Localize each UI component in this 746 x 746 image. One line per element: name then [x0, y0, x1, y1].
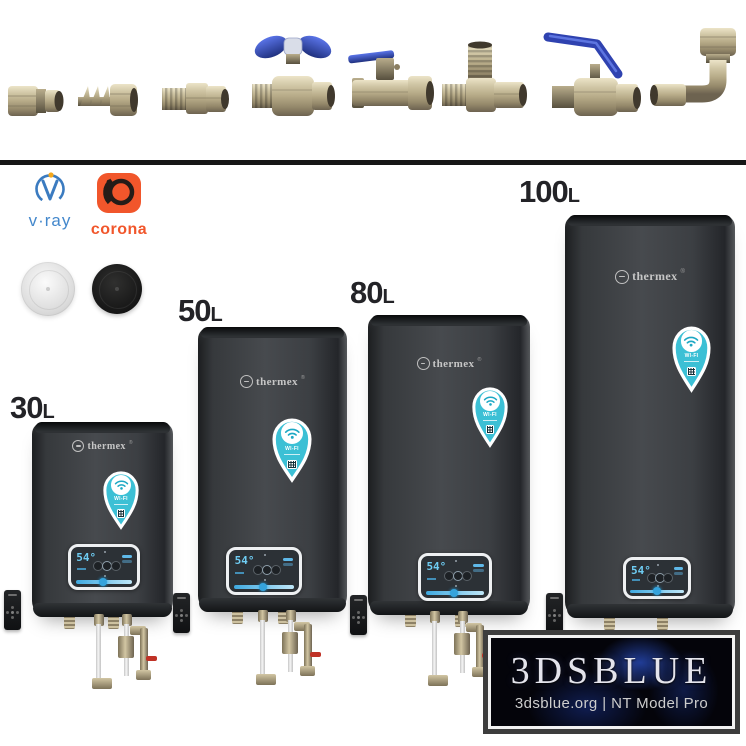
- display-button: [663, 572, 674, 583]
- section-divider: [0, 160, 746, 165]
- white-cover-swatch: [21, 262, 75, 316]
- dpad-buttons: [180, 613, 183, 617]
- dpad-buttons: [11, 610, 14, 614]
- inlet-nipple: [64, 614, 76, 629]
- red-valve-handle: [146, 656, 157, 661]
- display-status-icons: [282, 558, 294, 562]
- elbow-90-icon: [650, 28, 736, 106]
- corona-label: corona: [90, 221, 148, 238]
- pipe-assembly: [252, 610, 332, 696]
- temperature-readout: 54°: [76, 551, 97, 564]
- wifi-badge: WI-FI: [671, 325, 712, 393]
- water-heater-80l: thermex ® WI-FI 54°: [368, 315, 530, 627]
- vray-icon: [35, 172, 65, 204]
- remote-control: [173, 593, 190, 633]
- shutoff-valve: [454, 633, 470, 655]
- pipe-assembly: [88, 614, 168, 700]
- water-heater-100l: thermex ® WI-FI 54°: [565, 215, 735, 630]
- display-status-icons: [473, 564, 484, 568]
- vray-logo: v·ray: [22, 170, 78, 231]
- wifi-badge: WI-FI: [102, 470, 140, 530]
- outlet-nipple: [656, 615, 668, 630]
- inlet-nipple: [405, 612, 417, 627]
- wifi-icon: [111, 474, 131, 495]
- capacity-label-100l: 100L: [519, 174, 580, 209]
- capacity-label-50l: 50L: [178, 293, 223, 328]
- qr-code: [287, 459, 297, 469]
- outlet-nipple: [108, 614, 120, 629]
- inlet-nipple: [232, 609, 244, 624]
- tee-fitting-icon: [442, 41, 527, 112]
- control-display: 54°: [418, 553, 492, 601]
- wifi-icon: [281, 422, 303, 445]
- display-slider: [630, 587, 684, 596]
- thermex-logo: thermex ®: [32, 440, 173, 452]
- temperature-readout: 54°: [426, 560, 447, 574]
- shutoff-valve: [118, 636, 134, 658]
- thermex-logo: thermex ®: [565, 269, 735, 284]
- display-slider: [233, 582, 295, 591]
- pipe-assembly: [424, 611, 504, 697]
- remote-control: [546, 593, 563, 633]
- display-status-icons: [673, 567, 684, 571]
- red-valve-handle: [310, 652, 321, 657]
- temperature-readout: 54°: [234, 554, 255, 568]
- ball-valve-lever-icon: [543, 32, 641, 116]
- wifi-icon: [680, 330, 703, 352]
- display-status-icons: [121, 555, 132, 558]
- qr-code: [686, 366, 696, 376]
- dpad-buttons: [553, 613, 556, 617]
- thermex-logo: thermex ®: [368, 357, 530, 370]
- inlet-nipple: [604, 615, 616, 630]
- vray-label: v·ray: [28, 211, 72, 230]
- corona-icon: [97, 173, 141, 213]
- watermark-subtitle: 3dsblue.org | NT Model Pro: [514, 695, 709, 712]
- thermex-emblem-icon: [240, 375, 254, 388]
- dpad-buttons: [357, 615, 360, 619]
- shutoff-valve: [282, 632, 298, 654]
- control-display: 54°: [623, 557, 691, 599]
- thermex-emblem-icon: [416, 357, 430, 370]
- display-button: [271, 565, 281, 576]
- display-button: [461, 571, 472, 582]
- thermex-emblem-icon: [72, 440, 85, 452]
- watermark-title: 3DSBLUE: [510, 650, 713, 692]
- straight-union-icon: [162, 83, 229, 114]
- display-slider: [425, 588, 485, 597]
- black-cover-swatch: [92, 264, 142, 314]
- hose-barb-union-icon: [78, 84, 138, 116]
- control-display: 54°: [226, 547, 302, 595]
- corona-logo: corona: [88, 172, 150, 239]
- thermex-emblem-icon: [615, 269, 630, 284]
- thermex-logo: thermex ®: [198, 375, 347, 388]
- ball-valve-butterfly-icon: [252, 35, 335, 116]
- display-button: [110, 561, 121, 572]
- safety-relief-valve-icon: [348, 50, 434, 110]
- remote-control: [350, 595, 367, 635]
- brass-fittings-row: [8, 28, 736, 116]
- capacity-label-30l: 30L: [10, 390, 55, 425]
- capacity-label-80l: 80L: [350, 275, 395, 310]
- qr-code: [485, 425, 495, 434]
- temperature-readout: 54°: [630, 563, 651, 577]
- qr-code: [116, 509, 126, 518]
- control-display: 54°: [68, 544, 140, 590]
- outlet-nipple: [278, 609, 290, 624]
- compression-coupling-icon: [8, 86, 64, 116]
- display-slider: [75, 578, 133, 587]
- wifi-badge: WI-FI: [471, 386, 509, 448]
- wifi-icon: [480, 390, 500, 411]
- water-heater-50l: thermex ® WI-FI 54°: [198, 327, 347, 624]
- wifi-badge: WI-FI: [271, 417, 313, 483]
- water-heater-30l: thermex ® WI-FI 54°: [32, 422, 173, 629]
- remote-control: [4, 590, 21, 630]
- watermark-box: 3DSBLUE 3dsblue.org | NT Model Pro: [483, 630, 740, 734]
